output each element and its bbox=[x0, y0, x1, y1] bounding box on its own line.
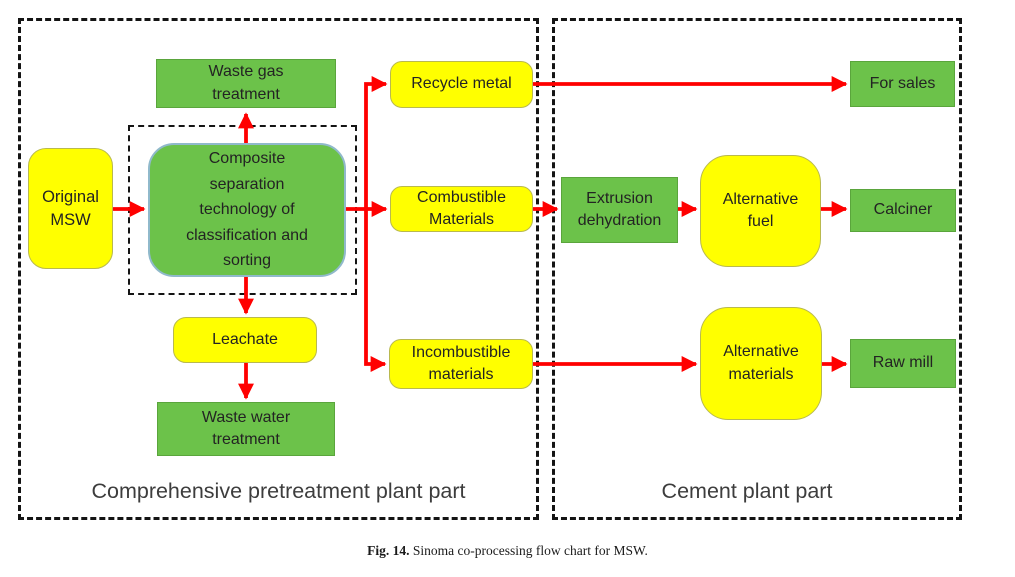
pretreatment-zone-label: Comprehensive pretreatment plant part bbox=[91, 479, 466, 503]
node-leachate: Leachate bbox=[173, 317, 317, 363]
node-incombustible-materials: Incombustible materials bbox=[389, 339, 533, 389]
node-waste-water-treatment: Waste water treatment bbox=[157, 402, 335, 456]
node-composite-separation: Composite separation technology of class… bbox=[148, 143, 346, 277]
node-label: Composite separation technology of class… bbox=[186, 150, 308, 270]
node-label: Original MSW bbox=[42, 187, 99, 229]
node-recycle-metal: Recycle metal bbox=[390, 61, 533, 108]
figure-number: Fig. 14. bbox=[367, 543, 410, 558]
node-label: Recycle metal bbox=[411, 75, 512, 93]
node-alternative-materials: Alternative materials bbox=[700, 307, 822, 420]
cement-zone-label: Cement plant part bbox=[661, 479, 833, 503]
figure-caption-text: Sinoma co-processing flow chart for MSW. bbox=[409, 543, 648, 558]
node-label: Leachate bbox=[212, 330, 278, 348]
node-original-msw: Original MSW bbox=[28, 148, 113, 269]
node-label: Incombustible materials bbox=[411, 343, 511, 383]
node-alternative-fuel: Alternative fuel bbox=[700, 155, 821, 267]
node-label: For sales bbox=[869, 74, 936, 92]
node-label: Waste water treatment bbox=[201, 408, 291, 448]
node-label: Calciner bbox=[873, 201, 933, 219]
node-label: Combustible Materials bbox=[417, 188, 506, 228]
node-calciner: Calciner bbox=[850, 189, 956, 232]
node-raw-mill: Raw mill bbox=[850, 339, 956, 388]
node-label: Raw mill bbox=[872, 354, 934, 372]
node-waste-gas-treatment: Waste gas treatment bbox=[156, 59, 336, 108]
node-label: Alternative materials bbox=[723, 343, 799, 383]
node-combustible-materials: Combustible Materials bbox=[390, 186, 533, 232]
cement-plant-container bbox=[552, 18, 962, 520]
node-for-sales: For sales bbox=[850, 61, 955, 107]
node-label: Extrusion dehydration bbox=[577, 189, 662, 229]
pretreatment-plant-container bbox=[18, 18, 539, 520]
node-label: Waste gas treatment bbox=[208, 63, 284, 103]
node-label: Alternative fuel bbox=[722, 190, 799, 230]
node-extrusion-dehydration: Extrusion dehydration bbox=[561, 177, 678, 243]
figure-caption: Fig. 14. Sinoma co-processing flow chart… bbox=[0, 543, 1015, 559]
